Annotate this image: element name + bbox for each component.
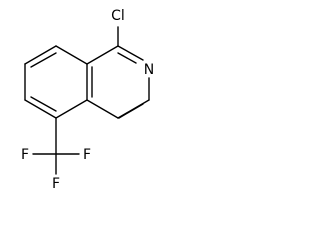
bond-c6-c5-inner <box>30 96 57 112</box>
bond-c8-c7 <box>24 45 57 65</box>
bond-c5-c4a <box>55 99 88 119</box>
atom-label-fluorine-left: F <box>21 147 29 163</box>
atom-label-fluorine-right: F <box>83 147 91 163</box>
atom-label-fluorine-bottom: F <box>52 176 60 192</box>
bond-c1-n2 <box>117 45 144 61</box>
bond-c3-c4-inner <box>118 103 144 119</box>
molecule-diagram: Cl N F F F <box>21 8 154 192</box>
bond-c1-n2-inner <box>117 52 137 64</box>
atom-label-chlorine: Cl <box>111 8 125 24</box>
atom-label-nitrogen: N <box>144 62 154 78</box>
structure-canvas: Cl N F F F <box>0 0 158 216</box>
bond-c1-c8a <box>86 45 119 65</box>
bond-c8a-c8 <box>55 45 88 65</box>
bond-c4-c4a <box>86 99 119 119</box>
bond-c8-c7-inner <box>30 52 57 68</box>
bond-c6-c5 <box>24 99 57 119</box>
